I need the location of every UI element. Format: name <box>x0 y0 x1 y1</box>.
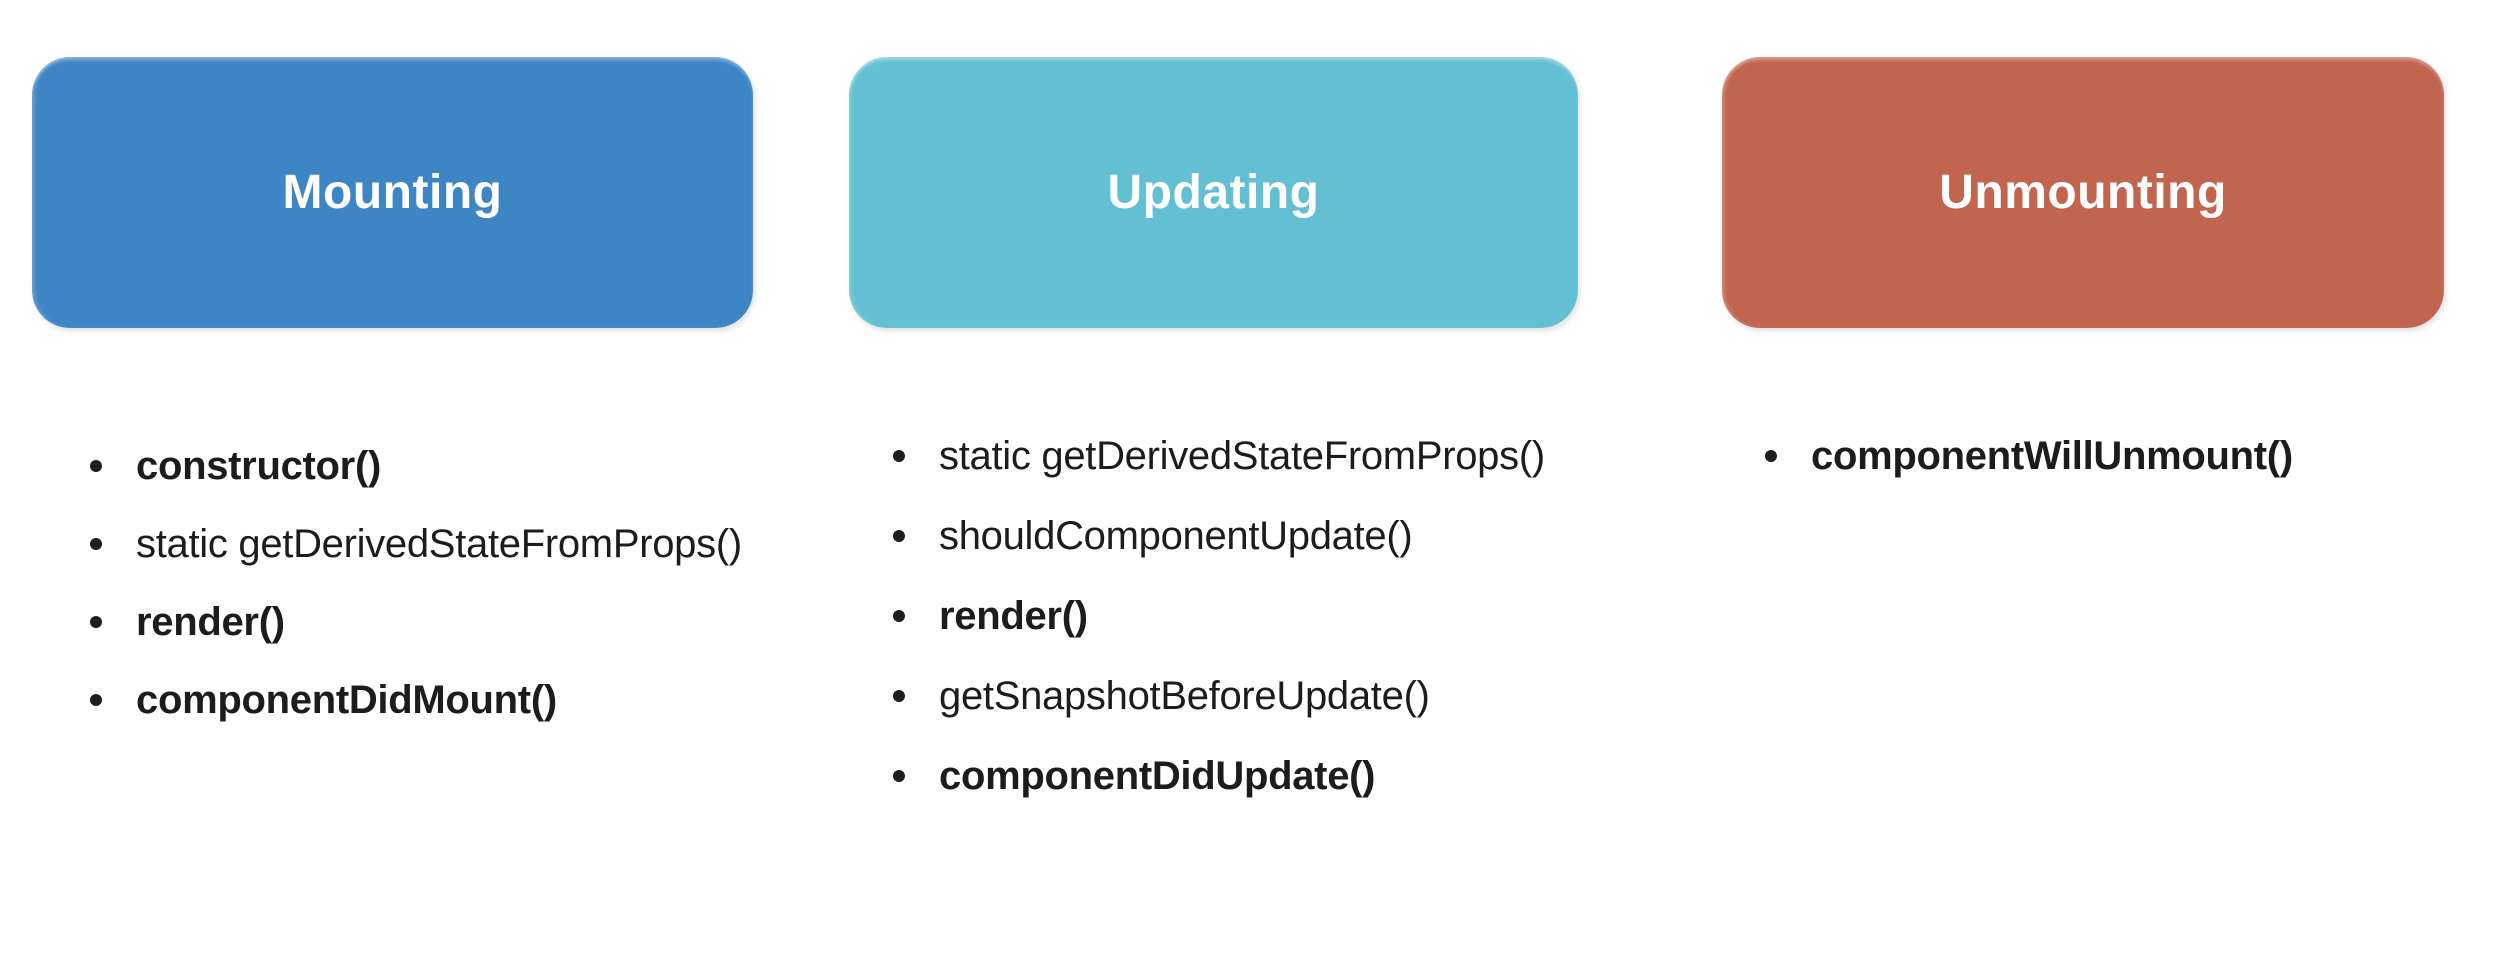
bullet-icon <box>893 450 905 462</box>
phase-title-mounting: Mounting <box>282 166 503 219</box>
bullet-icon <box>1765 450 1777 462</box>
list-item: componentDidMount() <box>90 661 742 739</box>
method-label: componentDidUpdate() <box>939 753 1376 798</box>
method-label: static getDerivedStateFromProps() <box>939 433 1545 478</box>
bullet-icon <box>90 616 102 628</box>
method-label: render() <box>136 599 285 644</box>
list-item: componentWillUnmount() <box>1765 416 2293 496</box>
method-label: componentWillUnmount() <box>1811 433 2293 478</box>
method-label: render() <box>939 593 1088 638</box>
list-item: shouldComponentUpdate() <box>893 496 1545 576</box>
list-item: static getDerivedStateFromProps() <box>90 505 742 583</box>
list-item: constructor() <box>90 427 742 505</box>
phase-title-updating: Updating <box>1107 166 1320 219</box>
phase-title-unmounting: Unmounting <box>1939 166 2227 219</box>
method-label: constructor() <box>136 443 381 488</box>
unmounting-method-list: componentWillUnmount() <box>1765 416 2293 496</box>
list-item: render() <box>90 583 742 661</box>
bullet-icon <box>893 530 905 542</box>
bullet-icon <box>893 610 905 622</box>
phase-box-mounting: Mounting <box>32 57 753 328</box>
method-label: static getDerivedStateFromProps() <box>136 521 742 566</box>
mounting-method-list: constructor() static getDerivedStateFrom… <box>90 427 742 739</box>
phase-box-unmounting: Unmounting <box>1722 57 2444 328</box>
bullet-icon <box>90 694 102 706</box>
list-item: componentDidUpdate() <box>893 736 1545 816</box>
list-item: static getDerivedStateFromProps() <box>893 416 1545 496</box>
method-label: componentDidMount() <box>136 677 557 722</box>
method-label: getSnapshotBeforeUpdate() <box>939 673 1430 718</box>
list-item: render() <box>893 576 1545 656</box>
updating-method-list: static getDerivedStateFromProps() should… <box>893 416 1545 816</box>
phase-box-updating: Updating <box>849 57 1578 328</box>
bullet-icon <box>893 690 905 702</box>
list-item: getSnapshotBeforeUpdate() <box>893 656 1545 736</box>
bullet-icon <box>90 460 102 472</box>
bullet-icon <box>893 770 905 782</box>
bullet-icon <box>90 538 102 550</box>
method-label: shouldComponentUpdate() <box>939 513 1413 558</box>
